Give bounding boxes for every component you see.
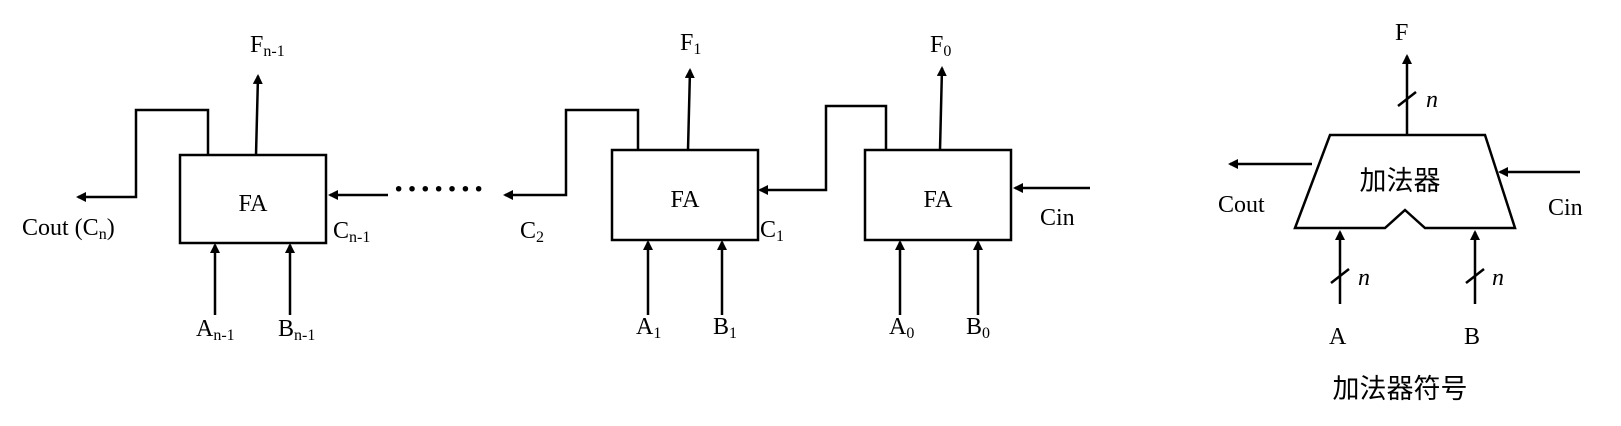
input-a-bus-width: n [1358, 265, 1370, 291]
output-arrow-0 [936, 66, 947, 151]
fa-stage-1: FA F1 A1 B1 C1 [525, 30, 784, 342]
output-bus-slash [1397, 91, 1417, 107]
input-b-label-0: B0 [966, 314, 990, 342]
fa-label: FA [924, 187, 954, 213]
fa-box-0 [863, 148, 1013, 242]
adder-symbol-caption: 加法器符号 [1333, 374, 1468, 405]
adder-output-label: F [1395, 20, 1408, 46]
fa-label: FA [239, 191, 269, 217]
input-a-bus-slash [1330, 268, 1350, 284]
carry-in-label-0: Cin [1040, 205, 1075, 231]
carry-in-label-1: C1 [760, 217, 784, 245]
carry-out-wire-0 [758, 104, 888, 195]
carry-out-wire [76, 108, 210, 202]
input-b-bus-slash [1465, 268, 1485, 284]
fa-label: FA [671, 187, 701, 213]
input-a-label-0: A0 [889, 314, 914, 342]
input-b-bus-width: n [1492, 265, 1504, 291]
input-a-label-1: A1 [636, 314, 661, 342]
fa-stage-n-1: FA Fn-1 Cout (Cn) Cn-1 An-1 Bn-1 [22, 32, 388, 344]
c2-label: C2 [520, 218, 544, 246]
carry-in-label-n-1: Cn-1 [333, 218, 370, 246]
adder-symbol: 加法器 F n Cout Cin n A n B 加法器符号 [1218, 20, 1583, 405]
adder-trapezoid [1293, 133, 1517, 230]
output-label-n-1: Fn-1 [250, 32, 285, 60]
fa-box-n-1 [178, 153, 328, 245]
carry-out-wire-1 [525, 108, 640, 197]
input-a-label-n-1: An-1 [196, 316, 235, 344]
output-bus-width: n [1426, 87, 1438, 113]
fa-stage-0: FA F0 Cin A0 B0 [758, 32, 1090, 342]
adder-input-a-label: A [1329, 324, 1347, 350]
adder-input-b-label: B [1464, 324, 1480, 350]
output-arrow-1 [684, 68, 695, 151]
output-label-0: F0 [930, 32, 951, 60]
input-b-label-n-1: Bn-1 [278, 316, 315, 344]
output-label-1: F1 [680, 30, 701, 58]
adder-title: 加法器 [1360, 166, 1441, 197]
input-b-label-1: B1 [713, 314, 737, 342]
output-arrow-n-1 [252, 74, 263, 156]
ripple-dots: ······· [393, 171, 486, 208]
adder-cout-label: Cout [1218, 192, 1265, 218]
adder-cin-label: Cin [1548, 195, 1583, 221]
carry-out-label: Cout (Cn) [22, 215, 115, 243]
fa-box-1 [610, 148, 760, 242]
